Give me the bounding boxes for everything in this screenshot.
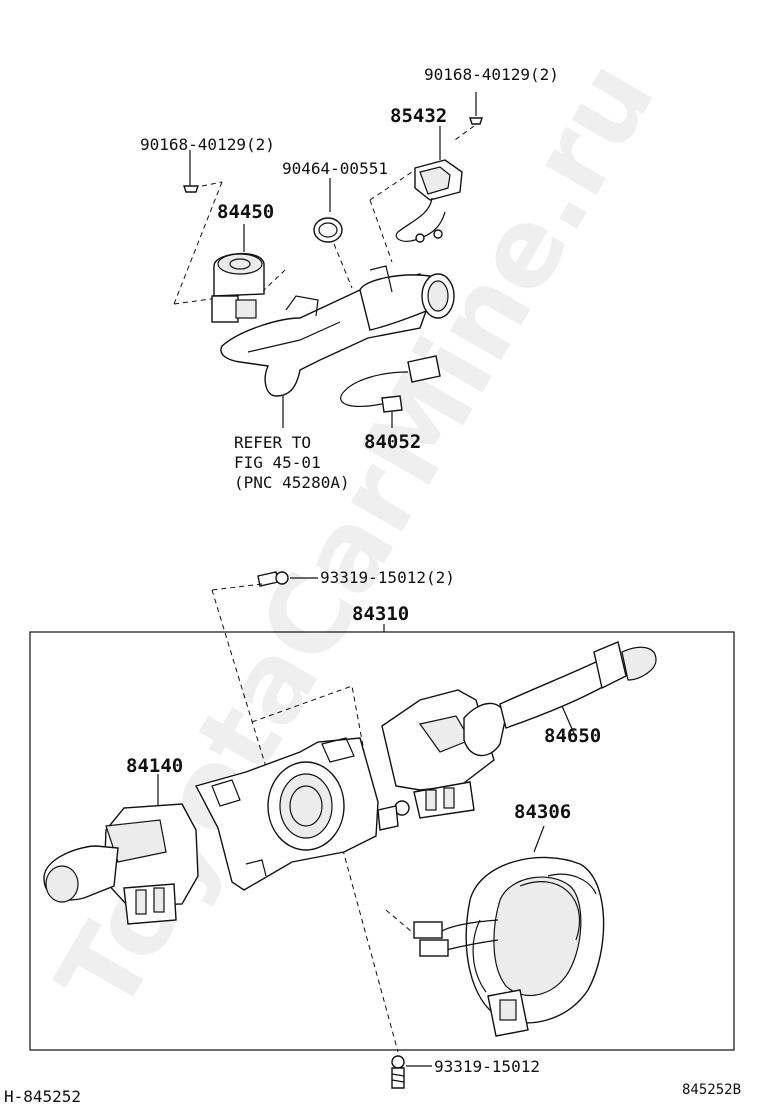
refer-note-line1: REFER TO [234,433,311,452]
callout-84650: 84650 [544,725,601,747]
clamp-90464-part [313,178,343,243]
wire-84052-part [340,355,441,428]
switch-84140-part [43,803,199,925]
refer-note-line3: (PNC 45280A) [234,473,350,492]
callout-93319-mid: 93319-15012(2) [320,568,455,587]
screw-icon [257,571,289,587]
callout-84306: 84306 [514,801,571,823]
callout-93319-bottom: 93319-15012 [434,1057,540,1076]
assembly-84310-frame [29,631,735,1051]
diagram-code-left: H-845252 [4,1087,81,1106]
diagram-code-right: 845252B [682,1082,741,1098]
refer-note-line2: FIG 45-01 [234,453,321,472]
leader-line [454,125,475,141]
steering-column-part [220,265,455,397]
callout-84140: 84140 [126,755,183,777]
switch-84650-part [381,641,657,819]
callout-84450: 84450 [217,201,274,223]
screw-icon [391,1055,405,1089]
sensor-85432-part [395,126,463,243]
screw-icon [469,92,483,125]
callout-84310: 84310 [352,603,409,625]
screw-icon [183,150,199,193]
combination-switch-body-part [194,737,410,891]
callout-90168-left: 90168-40129(2) [140,135,275,154]
switch-84450-part [211,224,265,323]
callout-90464: 90464-00551 [282,159,388,178]
callout-85432: 85432 [390,105,447,127]
spiral-cable-84306-part [413,856,605,1037]
callout-90168-right: 90168-40129(2) [424,65,559,84]
callout-84052: 84052 [364,431,421,453]
